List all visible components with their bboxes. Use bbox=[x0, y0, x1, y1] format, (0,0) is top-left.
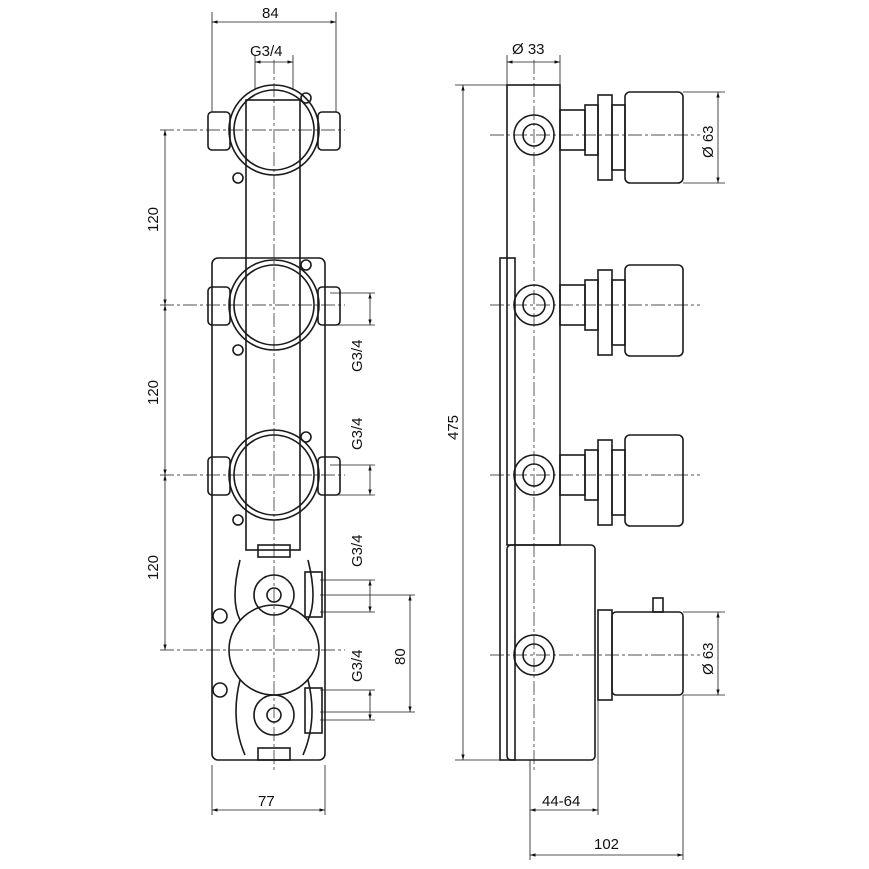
dim-diameter-63-top: Ø 63 bbox=[700, 125, 717, 158]
dim-80: 80 bbox=[392, 648, 409, 665]
dim-77: 77 bbox=[258, 793, 275, 810]
dim-inlet-g34: G3/4 bbox=[250, 43, 283, 60]
side-dimensions: Ø 33 475 Ø 63 Ø 63 44-64 102 bbox=[445, 41, 725, 860]
dim-102: 102 bbox=[594, 836, 619, 853]
dim-outlet-g34-3: G3/4 bbox=[349, 534, 366, 567]
dim-outlet-g34-1: G3/4 bbox=[349, 339, 366, 372]
dim-outlet-g34-4: G3/4 bbox=[349, 649, 366, 682]
dim-44-64: 44-64 bbox=[542, 793, 580, 810]
knobs bbox=[559, 91, 684, 701]
dim-84: 84 bbox=[262, 5, 279, 22]
side-view bbox=[490, 60, 700, 770]
front-view bbox=[160, 60, 345, 770]
dim-diameter-63-bottom: Ø 63 bbox=[700, 642, 717, 675]
dim-outlet-g34-2: G3/4 bbox=[349, 417, 366, 450]
dim-120-1: 120 bbox=[145, 207, 162, 232]
dim-475: 475 bbox=[445, 415, 462, 440]
dim-120-2: 120 bbox=[145, 380, 162, 405]
dim-diameter-33: Ø 33 bbox=[512, 41, 545, 58]
dim-120-3: 120 bbox=[145, 555, 162, 580]
front-dimensions: 84 G3/4 120 120 120 G3/4 G3/4 G3/4 G3/4 … bbox=[145, 5, 415, 815]
